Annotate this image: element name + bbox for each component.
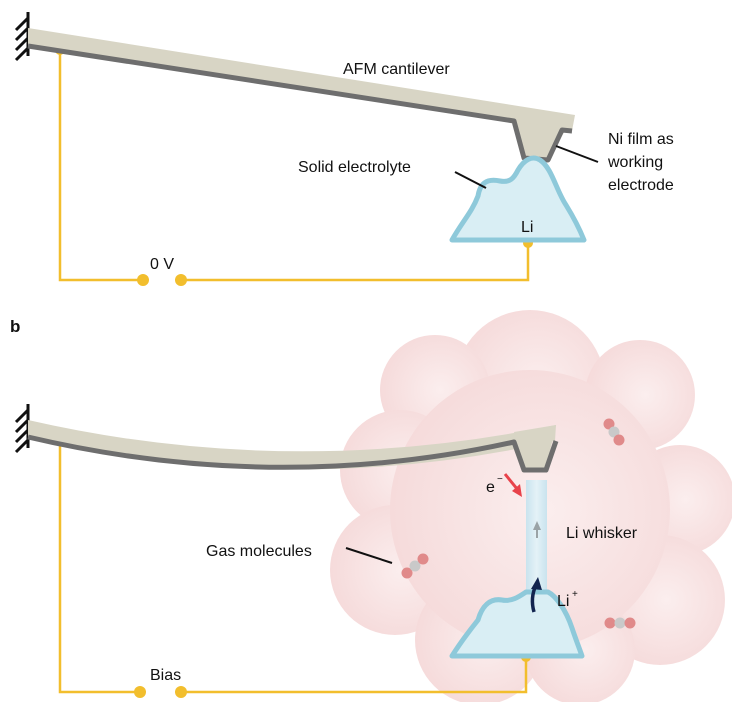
label-ni-film-line1: Ni film as (608, 131, 674, 148)
label-li-whisker: Li whisker (566, 525, 638, 542)
label-electron: e (486, 479, 495, 496)
li-ion-flow-arrow (530, 577, 542, 613)
label-zero-volt: 0 V (150, 256, 174, 273)
gas-molecule-2 (401, 553, 429, 579)
gas-molecule-3 (604, 617, 636, 629)
switch-terminal-left-b (134, 686, 146, 698)
label-afm-cantilever: AFM cantilever (343, 61, 450, 78)
afm-cantilever-b (27, 420, 559, 473)
label-electron-sup: − (497, 474, 503, 485)
switch-terminal-right-b (175, 686, 187, 698)
gas-molecule-1 (603, 418, 625, 446)
label-bias: Bias (150, 667, 181, 684)
wall-mount-a (14, 12, 30, 62)
leader-line-ni-film (555, 145, 599, 163)
panel-b: b (10, 310, 732, 702)
li-whisker (526, 480, 547, 600)
circuit-wire-a (58, 50, 530, 282)
label-ni-film-line3: electrode (608, 177, 674, 194)
solid-electrolyte-a (449, 155, 587, 243)
whisker-growth-arrow (533, 521, 541, 530)
panel-b-letter: b (10, 317, 20, 336)
label-li-ion-sup: + (572, 589, 578, 600)
switch-terminal-right-a (175, 274, 187, 286)
label-li-ion: Li (557, 593, 569, 610)
label-solid-electrolyte: Solid electrolyte (298, 159, 411, 176)
label-li: Li (521, 219, 533, 236)
electron-flow-arrow (503, 473, 522, 497)
circuit-wire-b (58, 440, 528, 694)
label-gas-molecules: Gas molecules (206, 543, 312, 560)
wall-mount-b (14, 404, 30, 454)
leader-line-solid-electrolyte (454, 171, 487, 189)
panel-a: AFM cantilever Ni film as working electr… (14, 12, 674, 286)
switch-terminal-left-a (137, 274, 149, 286)
solid-electrolyte-b (449, 589, 585, 659)
leader-line-gas-molecules (345, 547, 393, 564)
afm-cantilever-a (27, 28, 575, 163)
label-ni-film-line2: working (607, 154, 663, 171)
